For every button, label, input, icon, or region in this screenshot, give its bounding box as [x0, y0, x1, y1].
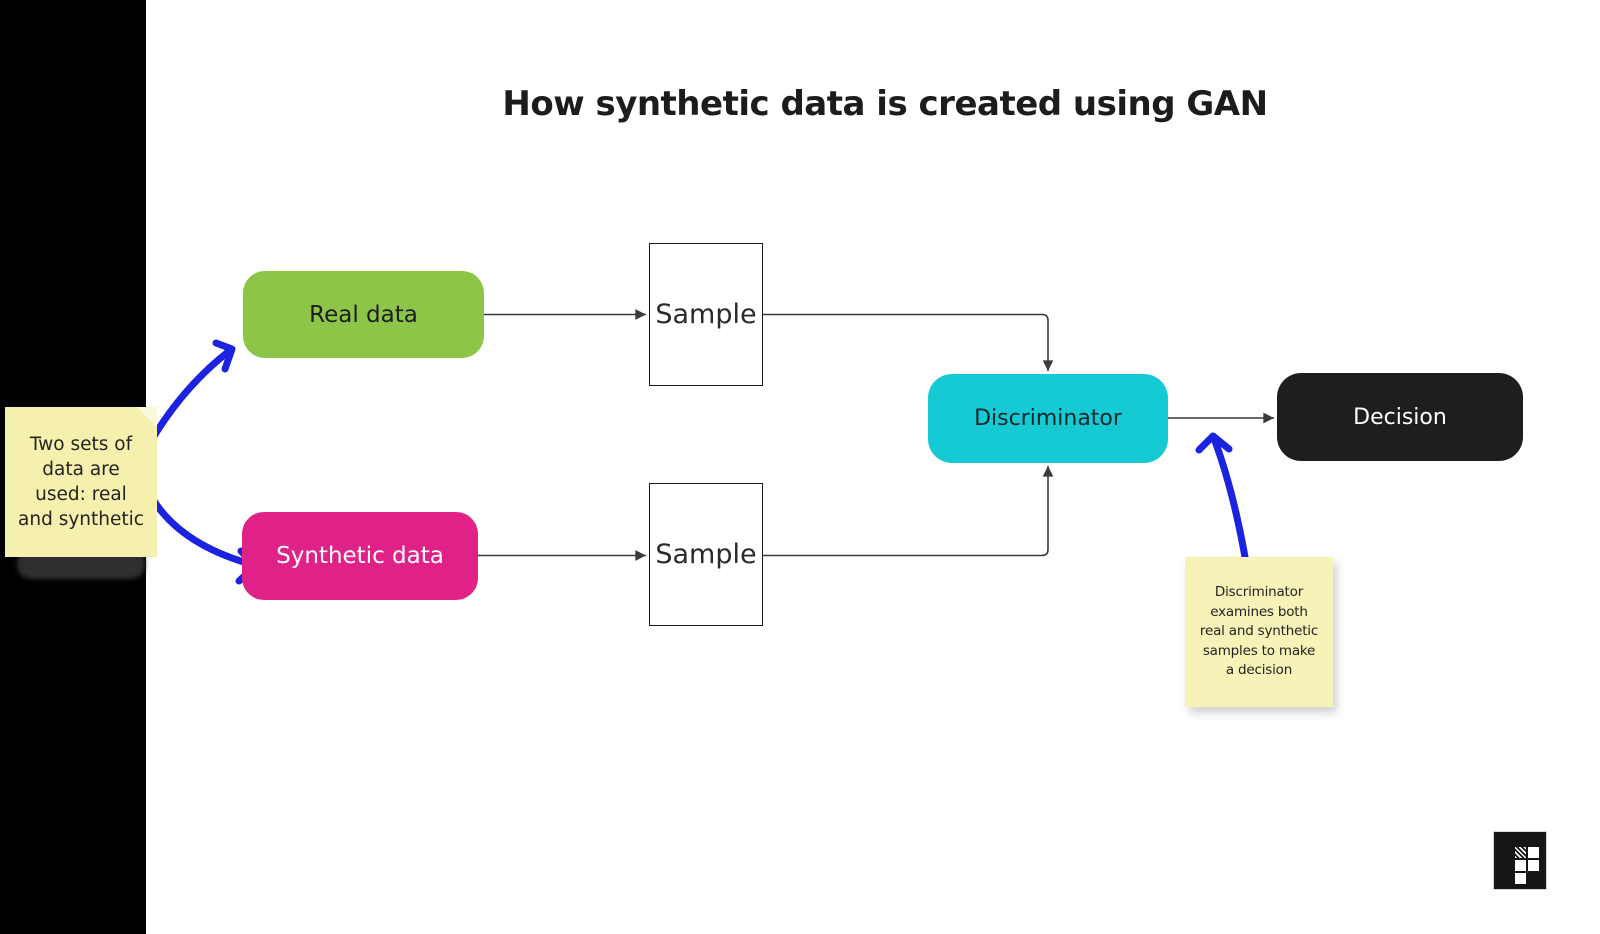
- node-decision-label: Decision: [1353, 404, 1447, 430]
- logo-square: [1515, 873, 1526, 884]
- connector-sample-bottom-to-discriminator[interactable]: [763, 466, 1054, 557]
- node-sample-bottom-label: Sample: [655, 539, 757, 570]
- node-sample-top[interactable]: Sample: [649, 243, 763, 386]
- sticky-note-left-text: Two sets of data are used: real and synt…: [18, 434, 144, 530]
- logo-hatched-square: [1515, 847, 1526, 858]
- diagram-title: How synthetic data is created using GAN: [502, 84, 1268, 124]
- logo-square: [1528, 847, 1539, 858]
- node-discriminator[interactable]: Discriminator: [928, 374, 1168, 463]
- logo-square: [1515, 860, 1526, 871]
- sticky-note-right-text: Discriminator examines both real and syn…: [1199, 584, 1319, 679]
- node-decision[interactable]: Decision: [1277, 373, 1523, 461]
- node-real-data[interactable]: Real data: [243, 271, 484, 358]
- node-synthetic-data-label: Synthetic data: [276, 543, 444, 569]
- annotation-arrow-to-discriminator-output[interactable]: [1195, 432, 1249, 561]
- node-real-data-label: Real data: [309, 301, 418, 328]
- connector-sample-top-to-discriminator[interactable]: [763, 313, 1054, 372]
- node-synthetic-data[interactable]: Synthetic data: [242, 512, 478, 600]
- sticky-note-left[interactable]: Two sets of data are used: real and synt…: [5, 407, 157, 557]
- node-sample-bottom[interactable]: Sample: [649, 483, 763, 626]
- logo-square: [1528, 860, 1539, 871]
- node-sample-top-label: Sample: [655, 299, 757, 330]
- node-discriminator-label: Discriminator: [974, 406, 1122, 431]
- grid-squares-logo-icon: [1494, 832, 1546, 889]
- annotation-arrow-to-synthetic-data[interactable]: [143, 485, 259, 585]
- sticky-note-right[interactable]: Discriminator examines both real and syn…: [1185, 557, 1333, 707]
